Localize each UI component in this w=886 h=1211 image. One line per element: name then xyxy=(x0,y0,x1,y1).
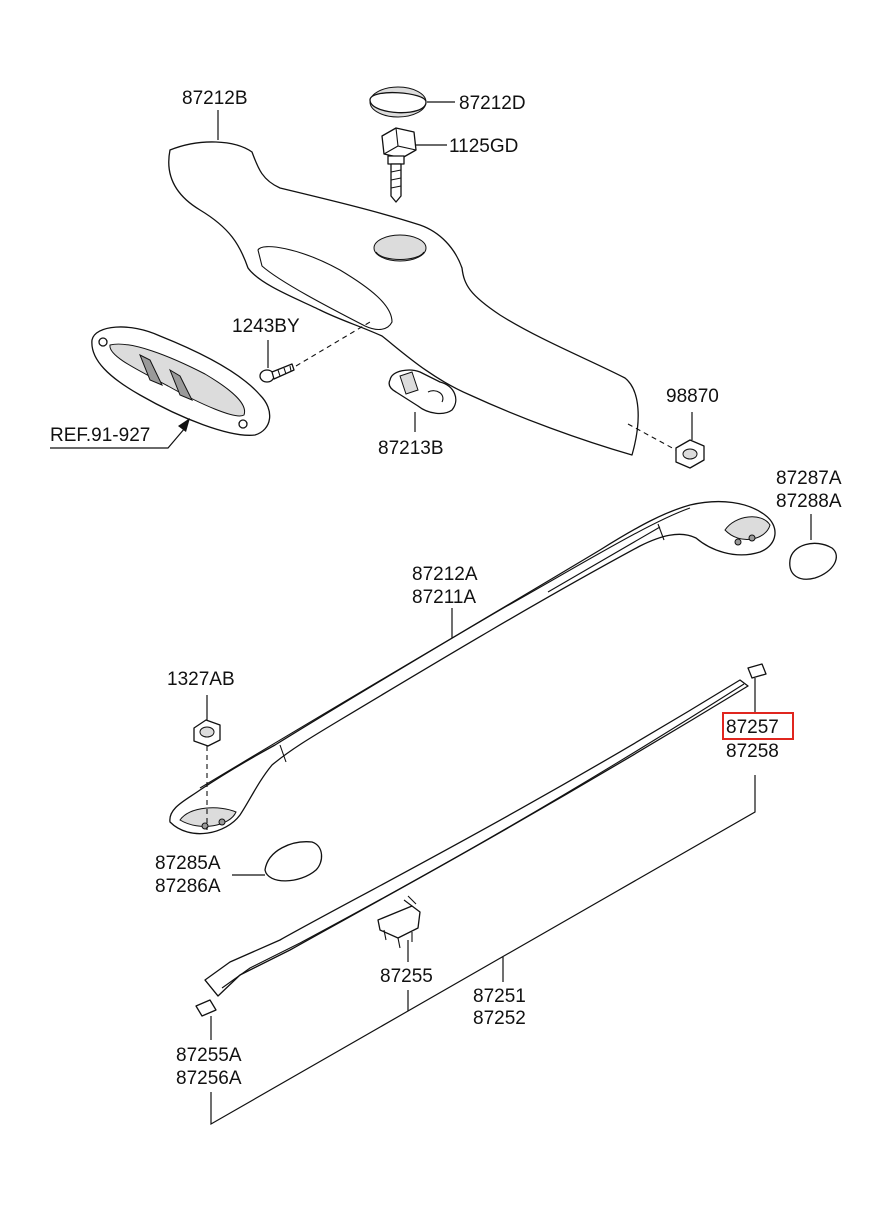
label-87251[interactable]: 87251 xyxy=(473,986,526,1007)
clip-87255[interactable] xyxy=(377,895,421,949)
label-87288A[interactable]: 87288A xyxy=(776,491,842,512)
cap-87212D[interactable] xyxy=(369,86,427,118)
label-87255A[interactable]: 87255A xyxy=(176,1045,242,1066)
label-87211A[interactable]: 87211A xyxy=(412,587,476,608)
nut-98870[interactable] xyxy=(675,439,705,469)
label-87252[interactable]: 87252 xyxy=(473,1008,526,1029)
highlight-box-87257 xyxy=(722,712,794,740)
label-87212B[interactable]: 87212B xyxy=(182,88,248,109)
nut-1327AB[interactable] xyxy=(193,719,221,747)
label-1243BY[interactable]: 1243BY xyxy=(232,316,300,337)
label-87257[interactable]: 87257 xyxy=(726,717,779,738)
label-87285A[interactable]: 87285A xyxy=(155,853,221,874)
label-98870[interactable]: 98870 xyxy=(666,386,719,407)
side-rail-87212A[interactable] xyxy=(169,500,776,835)
label-87255[interactable]: 87255 xyxy=(380,966,433,987)
end-cover-87287A[interactable] xyxy=(789,542,837,580)
label-87258[interactable]: 87258 xyxy=(726,741,779,762)
label-1327AB[interactable]: 1327AB xyxy=(167,669,235,690)
end-cap-87255A[interactable] xyxy=(195,999,217,1017)
end-cap-87257[interactable] xyxy=(747,663,767,679)
label-87212A[interactable]: 87212A xyxy=(412,564,478,585)
group-bracket xyxy=(210,775,756,1126)
screw-1243BY[interactable] xyxy=(259,363,295,383)
label-87212D[interactable]: 87212D xyxy=(459,93,526,114)
end-cover-87285A[interactable] xyxy=(264,841,323,882)
label-1125GD[interactable]: 1125GD xyxy=(449,136,518,157)
bolt-1125GD[interactable] xyxy=(381,127,417,203)
clip-87213B[interactable] xyxy=(388,369,457,415)
label-87213B[interactable]: 87213B xyxy=(378,438,444,459)
label-87286A[interactable]: 87286A xyxy=(155,876,221,897)
label-87287A[interactable]: 87287A xyxy=(776,468,842,489)
cross-bar-87212B[interactable] xyxy=(168,141,639,456)
moulding-87251[interactable] xyxy=(204,679,749,997)
ref-lamp-91-927[interactable] xyxy=(91,326,271,436)
label-ref-91-927[interactable]: REF.91-927 xyxy=(50,425,150,446)
label-87256A[interactable]: 87256A xyxy=(176,1068,242,1089)
